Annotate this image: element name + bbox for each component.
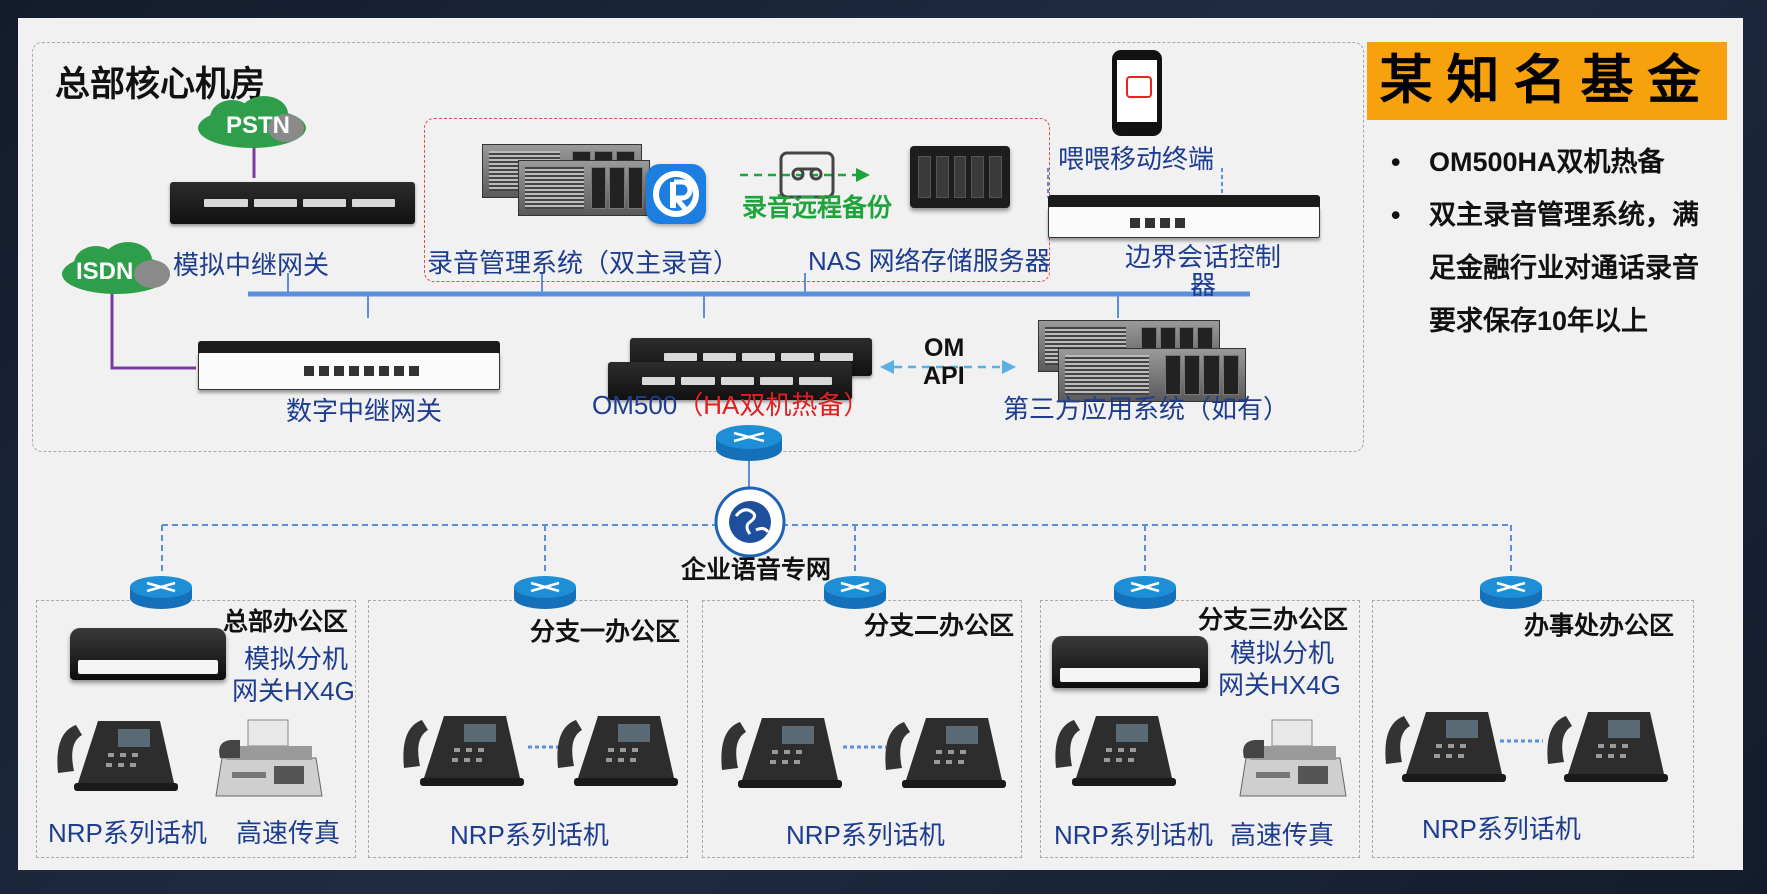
bullet-dot: •: [1391, 200, 1401, 230]
network-globe-icon: [714, 486, 786, 558]
feature-text: OM500HA双机热备: [1429, 147, 1665, 177]
isdn-label: ISDN: [76, 258, 134, 285]
fax-machine-icon: [1239, 719, 1347, 797]
digital-trunk-gateway-device: [198, 341, 500, 390]
om-api-label-line2: API: [923, 362, 965, 390]
third-party-label: 第三方应用系统（如有）: [1003, 394, 1290, 424]
office-router-icon: [514, 576, 576, 609]
fax-machine-icon: [215, 719, 323, 797]
nas-label: NAS 网络存储服务器: [808, 246, 1051, 276]
nas-device: [910, 146, 1010, 208]
office-router-icon: [130, 576, 192, 609]
cassette-icon: [779, 151, 835, 199]
phone-label-branch1: NRP系列话机: [450, 820, 609, 850]
office-area-hq: [36, 600, 356, 858]
ip-phone-icon: [557, 716, 678, 786]
feature-item: • 双主录音管理系统，满足金融行业对通话录音要求保存10年以上: [1385, 189, 1725, 348]
feature-item: • OM500HA双机热备: [1385, 136, 1725, 189]
ip-phone-icon: [721, 718, 842, 788]
om500-name: OM500: [592, 390, 678, 420]
hx4g-gateway-device: [70, 628, 226, 680]
office-title-branch1: 分支一办公区: [530, 618, 681, 646]
recording-server-front: [518, 160, 650, 216]
feature-list: • OM500HA双机热备 • 双主录音管理系统，满足金融行业对通话录音要求保存10…: [1385, 136, 1725, 348]
pstn-label: PSTN: [226, 112, 291, 139]
phone-label-hq: NRP系列话机: [48, 818, 207, 848]
office-title-branch3: 分支三办公区: [1198, 606, 1349, 634]
digital-trunk-gateway-label: 数字中继网关: [286, 396, 443, 426]
slide: 总部核心机房 PSTN ISDN 模拟中继网关 录音管理系统（双主录音） 录音远…: [18, 18, 1743, 870]
connection-lines: [110, 133, 1543, 749]
analog-trunk-gateway-device: [170, 182, 415, 224]
recording-system-label: 录音管理系统（双主录音）: [427, 248, 740, 278]
third-party-server-front: [1058, 348, 1246, 402]
phone-label-agency: NRP系列话机: [1422, 814, 1581, 844]
ip-phone-icon: [1385, 712, 1506, 782]
ip-phone-icon: [885, 718, 1006, 788]
recording-backup-label: 录音远程备份: [742, 194, 893, 222]
hx4g-gateway-device: [1052, 636, 1208, 688]
sbc-label-line1: 边界会话控制: [1125, 242, 1282, 272]
voice-network-label: 企业语音专网: [681, 556, 832, 584]
office-router-icon: [824, 576, 886, 609]
brand-title: 某知名基金: [1367, 42, 1727, 120]
om500-ha-note: （HA双机热备）: [677, 390, 870, 420]
ip-phone-icon: [57, 721, 178, 791]
hx4g-label-line1: 模拟分机: [244, 644, 349, 674]
hx4g-label-line2: 网关HX4G: [232, 676, 355, 706]
pstn-cloud-icon: [198, 96, 306, 148]
office-title-branch2: 分支二办公区: [864, 612, 1015, 640]
ip-phone-icon: [1055, 716, 1176, 786]
office-router-icon: [1480, 576, 1542, 609]
phone-label-branch3: NRP系列话机: [1054, 820, 1213, 850]
om-api-label-line1: OM: [924, 334, 965, 362]
fax-label-branch3: 高速传真: [1230, 820, 1335, 850]
hq-core-room-area: [32, 42, 1364, 452]
phone-label-branch2: NRP系列话机: [786, 820, 945, 850]
bullet-dot: •: [1391, 147, 1401, 177]
mobile-phone-icon: [1112, 50, 1162, 136]
sbc-label-line2: 器: [1190, 270, 1217, 300]
isdn-cloud-icon: [62, 242, 170, 294]
sbc-device: [1048, 195, 1320, 238]
mobile-terminal-label: 喂喂移动终端: [1058, 144, 1215, 174]
om500-device-front: [608, 362, 852, 400]
office-router-icon: [1114, 576, 1176, 609]
office-title-agency: 办事处办公区: [1524, 612, 1675, 640]
office-area-branch3: [1040, 600, 1360, 858]
ip-phone-icon: [1547, 712, 1668, 782]
core-router-icon: [716, 425, 782, 461]
feature-text: 双主录音管理系统，满足金融行业对通话录音要求保存10年以上: [1429, 200, 1699, 336]
office-title-hq: 总部办公区: [223, 608, 349, 636]
recording-app-icon: [646, 164, 706, 224]
fax-label-hq: 高速传真: [236, 818, 341, 848]
analog-trunk-gateway-label: 模拟中继网关: [173, 250, 330, 280]
om500-label: OM500（HA双机热备）: [592, 392, 869, 418]
hx4g-label-line1: 模拟分机: [1230, 638, 1335, 668]
hx4g-label-line2: 网关HX4G: [1218, 670, 1341, 700]
hq-title: 总部核心机房: [55, 65, 266, 104]
ip-phone-icon: [403, 716, 524, 786]
